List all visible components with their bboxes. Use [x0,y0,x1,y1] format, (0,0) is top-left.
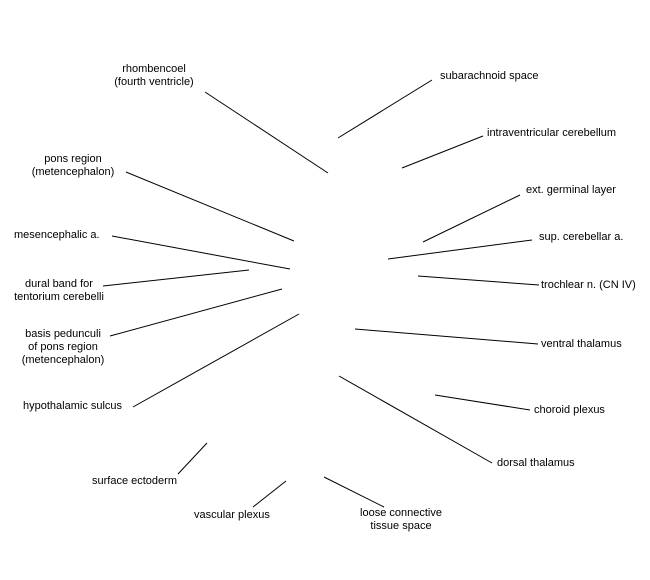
label-subarachnoid-space: subarachnoid space [440,70,539,82]
leader-line-rhombencoel [204,91,329,174]
leader-line-dural-band [102,269,250,287]
label-choroid-plexus: choroid plexus [534,404,605,416]
leader-line-dorsal-thalamus [338,375,493,464]
leader-line-ventral-thalamus [354,328,539,345]
label-mesencephalic-a: mesencephalic a. [14,229,100,241]
leader-line-ext-germinal-layer [422,194,521,243]
label-ventral-thalamus: ventral thalamus [541,338,622,350]
leader-line-subarachnoid-space [337,79,433,139]
label-pons-region: pons region (metencephalon) [31,153,115,178]
leader-line-sup-cerebellar-a [387,239,533,260]
leader-line-choroid-plexus [434,394,531,411]
label-vascular-plexus: vascular plexus [194,509,270,521]
label-basis-pedunculi: basis pedunculi of pons region (metencep… [21,328,105,366]
leader-line-vascular-plexus [252,480,287,508]
label-rhombencoel: rhombencoel (fourth ventricle) [114,63,194,88]
label-ext-germinal-layer: ext. germinal layer [526,184,616,196]
leader-line-basis-pedunculi [109,288,283,337]
label-dorsal-thalamus: dorsal thalamus [497,457,575,469]
leader-line-trochlear-n [417,275,540,286]
label-trochlear-n: trochlear n. (CN IV) [541,279,636,291]
label-hypothalamic-sulcus: hypothalamic sulcus [23,400,123,412]
leader-line-mesencephalic-a [111,235,291,270]
leader-line-intraventricular-cerebellum [401,135,484,169]
label-loose-connective: loose connective tissue space [360,507,442,532]
leader-line-surface-ectoderm [177,442,208,475]
label-dural-band: dural band for tentorium cerebelli [14,278,104,303]
leader-line-loose-connective [323,476,385,508]
label-surface-ectoderm: surface ectoderm [92,475,177,487]
label-intraventricular-cerebellum: intraventricular cerebellum [487,127,616,139]
label-sup-cerebellar-a: sup. cerebellar a. [539,231,624,243]
leader-line-pons-region [125,171,295,242]
leader-line-hypothalamic-sulcus [132,313,300,408]
